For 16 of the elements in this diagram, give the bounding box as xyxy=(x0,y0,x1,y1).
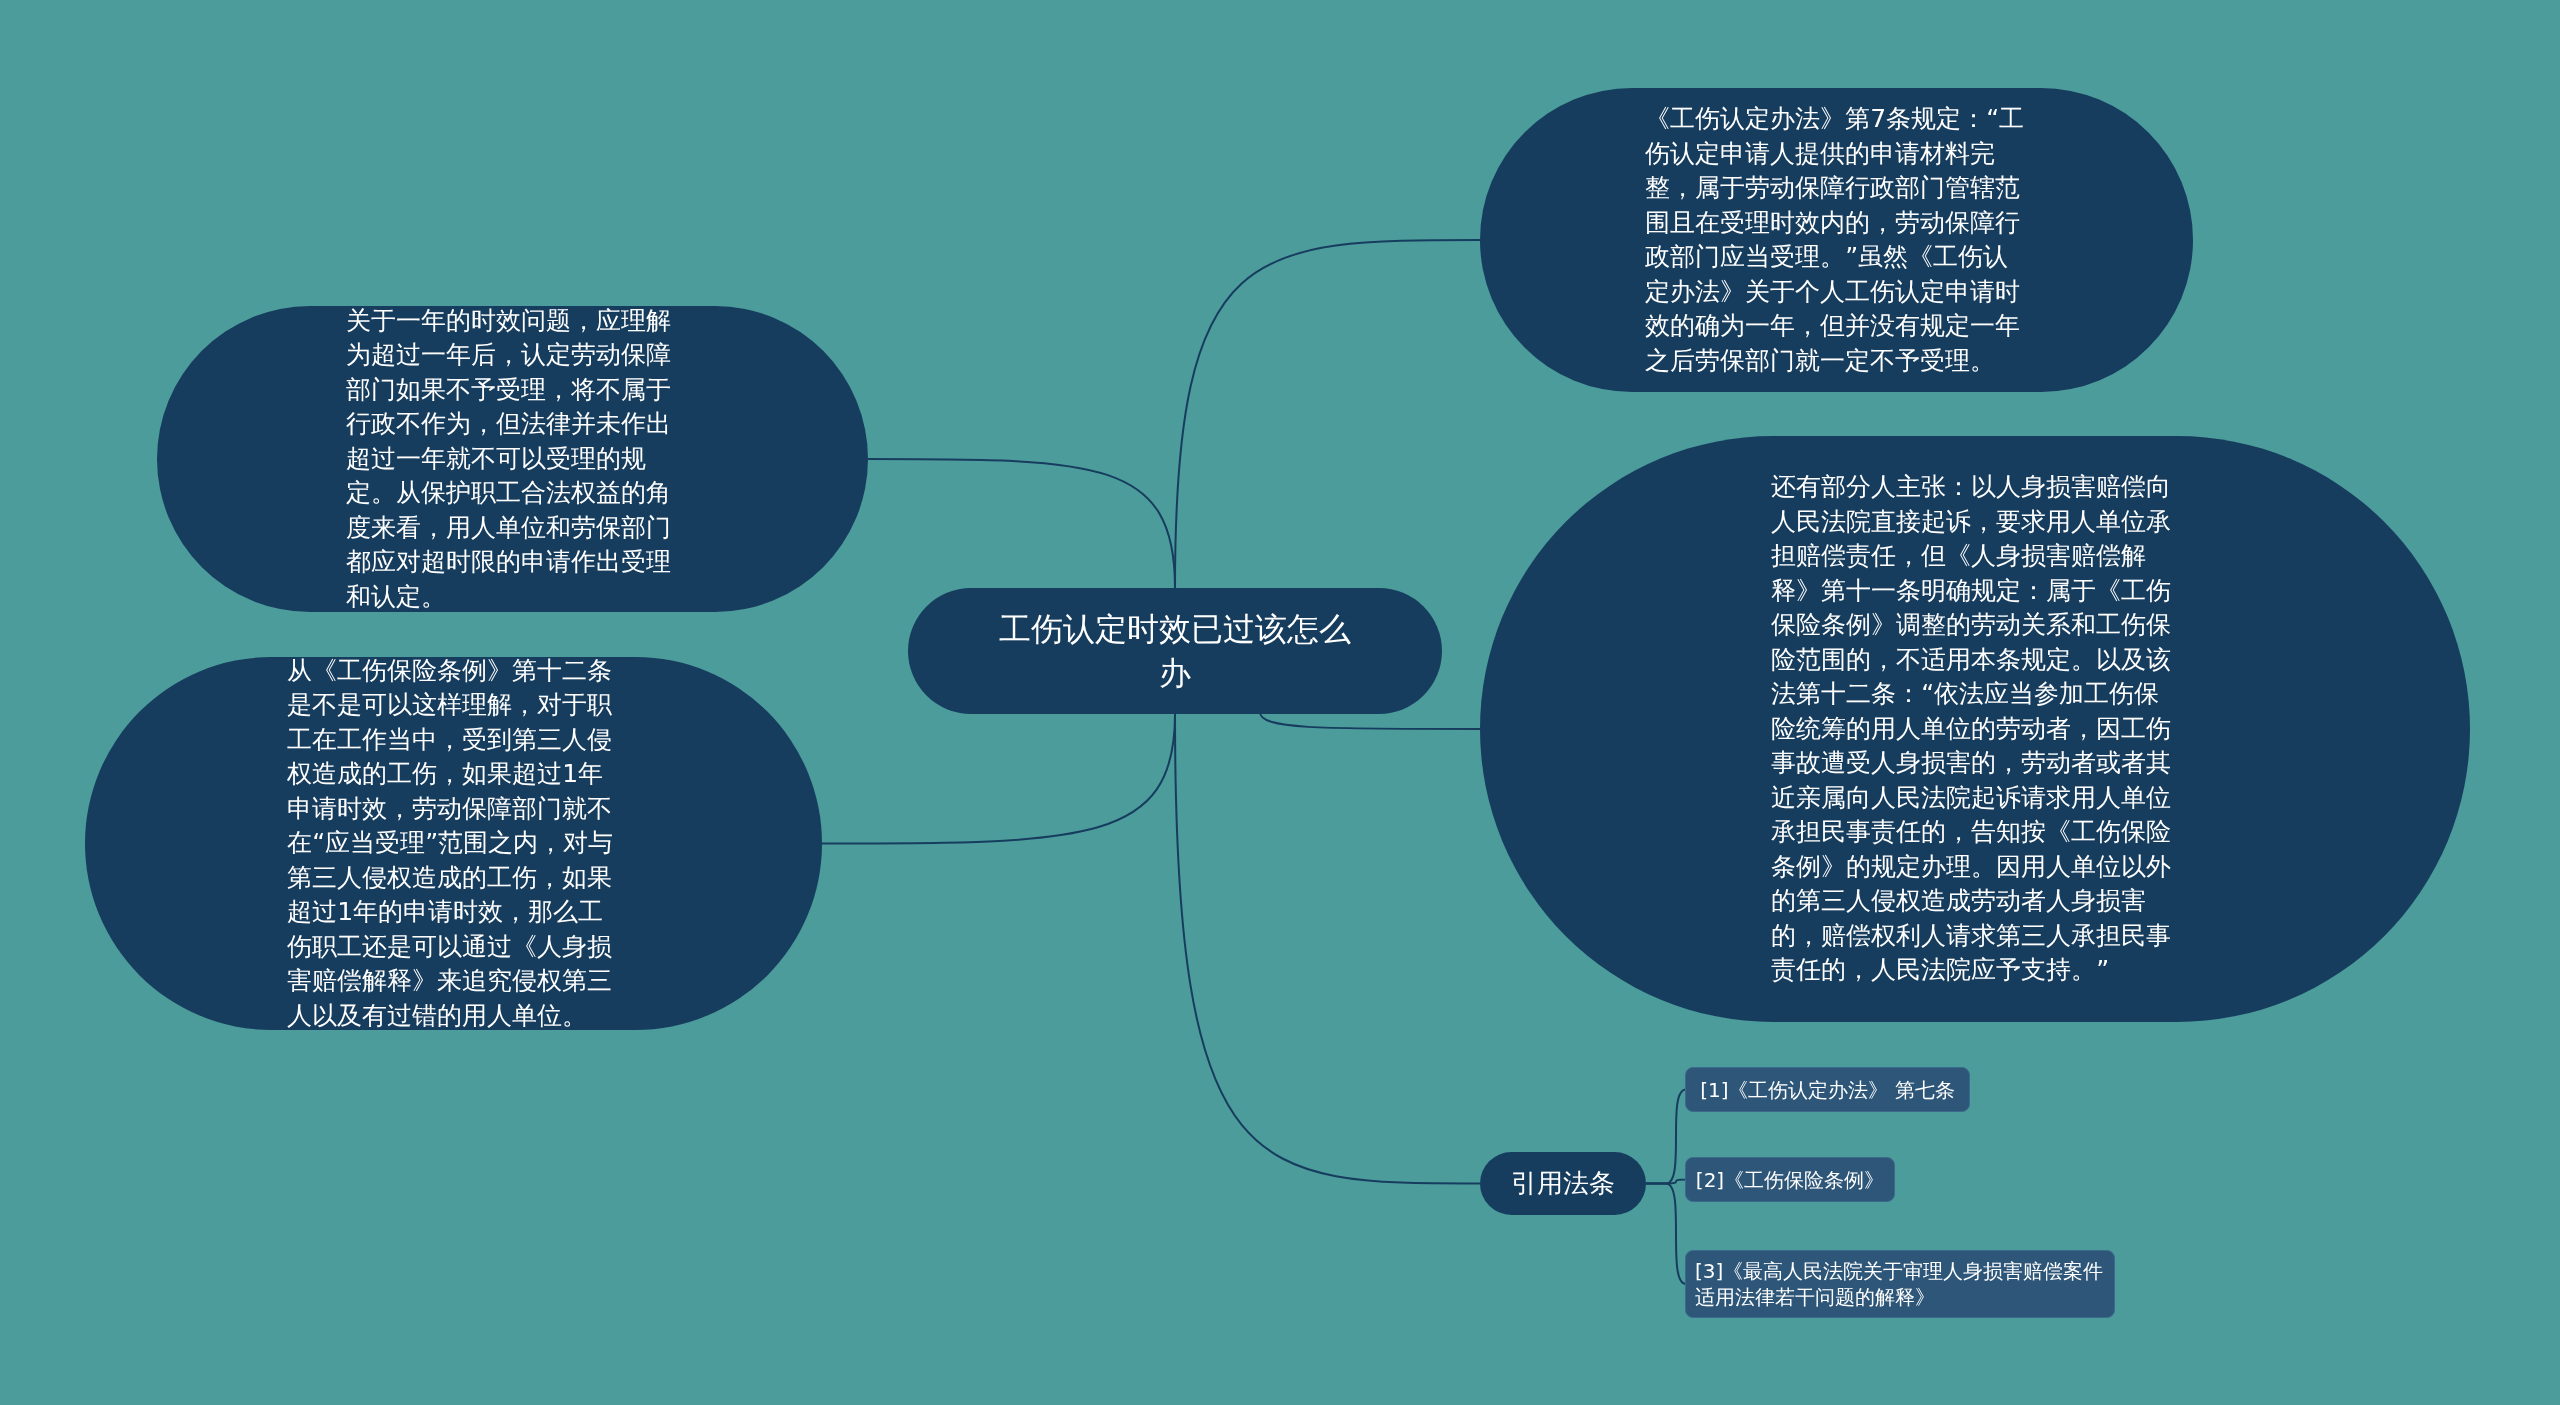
node-text: 关于一年的时效问题，应理解为超过一年后，认定劳动保障部门如果不予受理，将不属于行政不作为，但法律并未作出超过一年就不可以受理的规定。从保护职工合法权益的角度来看，用人单位和劳保部门都应对超时限的申请作出受理和认定。 xyxy=(346,304,673,613)
connector-line xyxy=(1174,713,1481,1185)
node-text: 工伤认定时效已过该怎么办 xyxy=(998,608,1352,694)
node-text: 《工伤认定办法》第7条规定：“工伤认定申请人提供的申请材料完整，属于劳动保障行政部门管辖范围且在受理时效内的，劳动保障行政部门应当受理。”虽然《工伤认定办法》关于个人工伤认定申请时效的确为一年，但并没有规定一年之后劳保部门就一定不予受理。 xyxy=(1645,103,2026,377)
connector-line xyxy=(1259,711,1481,730)
node-text: 从《工伤保险条例》第十二条是不是可以这样理解，对于职工在工作当中，受到第三人侵权造成的工伤，如果超过1年申请时效，劳动保障部门就不在“应当受理”范围之内，对与第三人侵权造成的工伤，如果超过1年的申请时效，那么工伤职工还是可以通过《人身损害赔偿解释》来追究侵权第三人以及有过错的用人单位。 xyxy=(287,654,615,1032)
node-text: 引用法条 xyxy=(1511,1166,1615,1200)
connector-line xyxy=(867,458,1176,589)
reference-tag xyxy=(1685,1157,1895,1202)
connector-line xyxy=(1645,1182,1687,1285)
node-text: [1]《工伤认定办法》 第七条 xyxy=(1700,1076,1955,1103)
reference-tag xyxy=(1685,1250,2115,1318)
reference-tag xyxy=(1685,1067,1970,1112)
node-text: [3]《最高人民法院关于审理人身损害赔偿案件适用法律若干问题的解释》 xyxy=(1695,1258,2105,1310)
node-text: [2]《工伤保险条例》 xyxy=(1695,1166,1885,1193)
node-text: 还有部分人主张：以人身损害赔偿向人民法院直接起诉，要求用人单位承担赔偿责任，但《人身损害赔偿解释》第十一条明确规定：属于《工伤保险条例》调整的劳动关系和工伤保险范围的，不适用本条规定。以及该法第十二条：“依法应当参加工伤保险统筹的用人单位的劳动者，因工伤事故遭受人身损害的，劳动者或者其近亲属向人民法院起诉请求用人单位承担民事责任的，告知按《工伤保险条例》的规定办理。因用人单位以外的第三人侵权造成劳动者人身损害的，赔偿权利人请求第三人承担民事责任的，人民法院应予支持。” xyxy=(1771,471,2173,987)
